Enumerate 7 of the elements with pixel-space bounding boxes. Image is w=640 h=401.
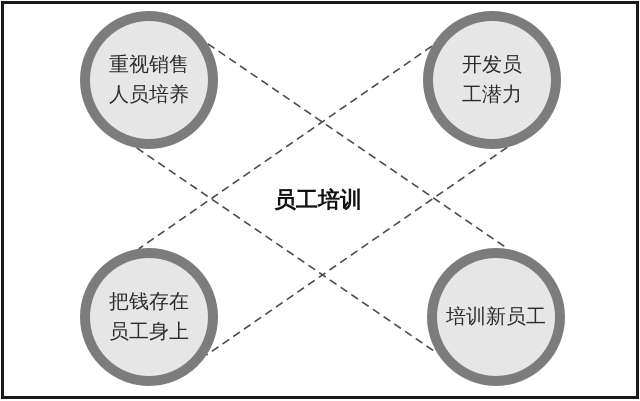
dashed-line [206, 146, 508, 356]
dashed-line [138, 46, 432, 250]
node-text: 开发员工潜力 [461, 53, 523, 108]
node-text: 把钱存在员工身上 [108, 290, 190, 345]
center-label: 员工培训 [274, 187, 362, 215]
node-text: 重视销售人员培养 [108, 53, 190, 108]
node-text: 培训新员工 [445, 305, 547, 330]
